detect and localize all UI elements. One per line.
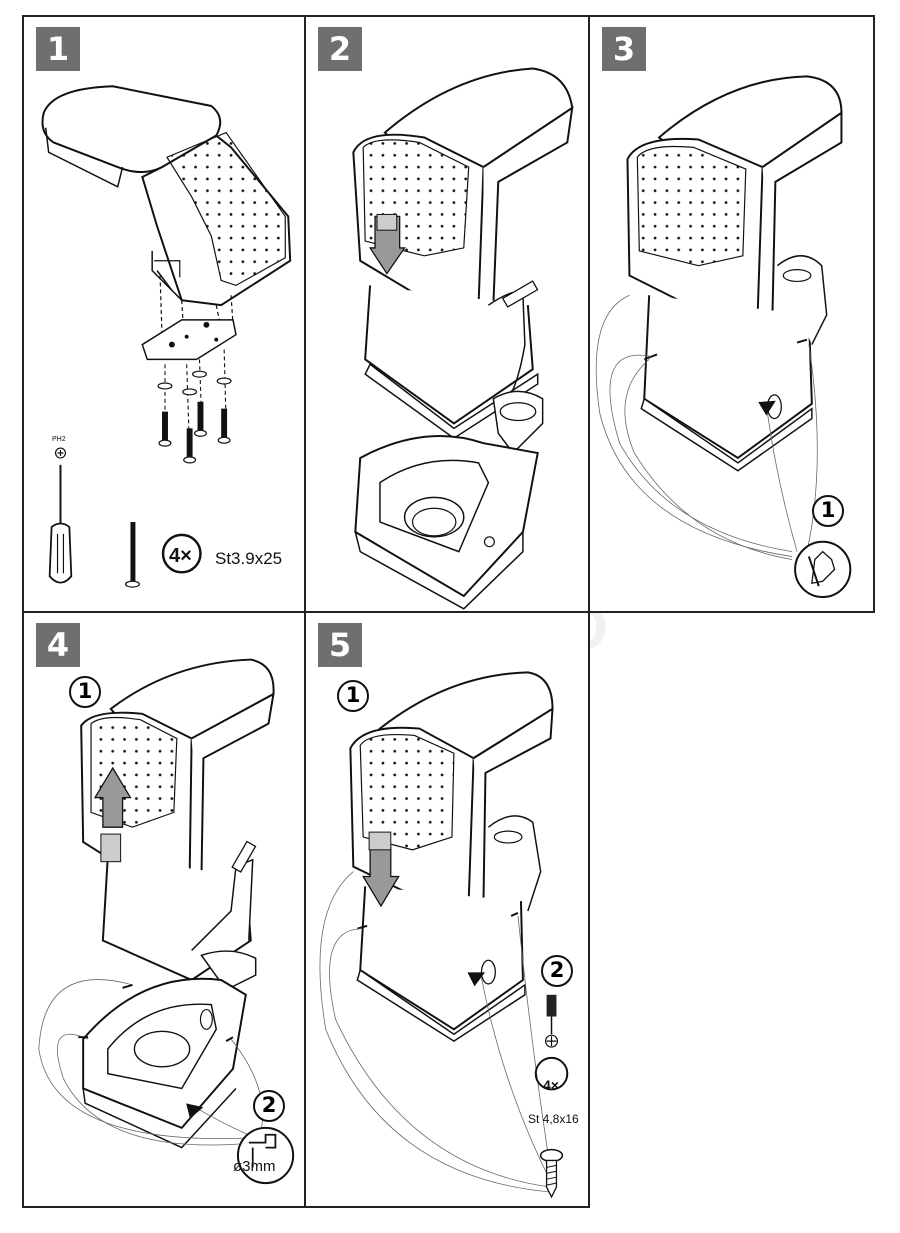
drill-diameter-label: ø3mm	[233, 1158, 276, 1175]
screw-count-label: 4×	[543, 1077, 559, 1093]
step-1-marker: 1	[69, 676, 101, 708]
screw-spec-label: St 4,8x16	[528, 1112, 579, 1126]
armrest-final-illustration	[319, 671, 569, 1199]
driver-type-label: PH2	[52, 436, 66, 443]
step-badge: 3	[602, 27, 646, 71]
armrest-remove-illustration	[38, 658, 295, 1185]
armrest-top-illustration	[41, 85, 292, 588]
step-badge: 1	[36, 27, 80, 71]
panel-step-4: 4 1 2 ø3mm	[22, 611, 306, 1208]
panel-step-2: 2	[304, 15, 590, 613]
panel-step-5: 5 1 2 4× St 4,8x16	[304, 611, 590, 1208]
step-1-marker: 1	[337, 680, 369, 712]
step-badge: 5	[318, 623, 362, 667]
screw-count-label: 4×	[169, 545, 192, 567]
armrest-mount-illustration	[595, 75, 852, 598]
step-1-marker: 1	[812, 495, 844, 527]
step-badge: 2	[318, 27, 362, 71]
panel-step-1: 1	[22, 15, 306, 613]
step-2-marker: 2	[253, 1090, 285, 1122]
panel-step-3: 3 1	[588, 15, 875, 613]
step-badge: 4	[36, 623, 80, 667]
screw-spec-label: St3.9x25	[215, 549, 283, 568]
armrest-slide-illustration	[352, 67, 574, 610]
step-2-marker: 2	[541, 955, 573, 987]
